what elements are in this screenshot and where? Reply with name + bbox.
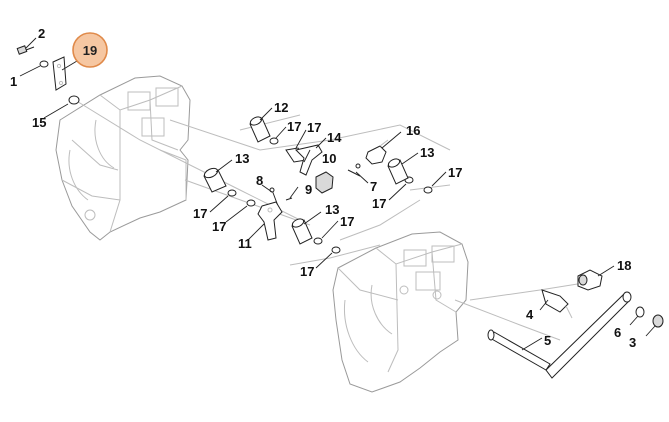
- washer-17a: [269, 137, 279, 145]
- label-part-17b[interactable]: 17: [307, 120, 321, 135]
- lever-14: [295, 144, 323, 176]
- block-10: [315, 171, 334, 194]
- label-part-14[interactable]: 14: [327, 130, 342, 145]
- label-part-4[interactable]: 4: [526, 307, 534, 322]
- label-part-13b[interactable]: 13: [420, 145, 434, 160]
- label-part-5[interactable]: 5: [544, 333, 551, 348]
- label-part-18[interactable]: 18: [617, 258, 631, 273]
- highlight-callout-19[interactable]: 19: [72, 32, 108, 68]
- label-part-17e[interactable]: 17: [340, 214, 354, 229]
- highlight-circle: [72, 32, 108, 68]
- rod-end-18: [577, 269, 603, 291]
- label-part-3[interactable]: 3: [629, 335, 636, 350]
- label-part-17f[interactable]: 17: [300, 264, 314, 279]
- label-part-17g[interactable]: 17: [372, 196, 386, 211]
- bushing-12: [249, 116, 271, 143]
- shaft-5: [487, 291, 632, 379]
- screw-2: [16, 45, 35, 55]
- label-part-17d[interactable]: 17: [212, 219, 226, 234]
- label-part-13c[interactable]: 13: [325, 202, 339, 217]
- washer-1: [39, 60, 49, 68]
- leader-lines: [19, 37, 656, 351]
- washer-6: [635, 306, 645, 318]
- label-part-7[interactable]: 7: [370, 179, 377, 194]
- label-part-12[interactable]: 12: [274, 100, 288, 115]
- part-labels: 2 1 15 12 17 17 14 10 13 8 9 17 17 11 13…: [10, 26, 636, 350]
- label-part-17h[interactable]: 17: [448, 165, 462, 180]
- washer-17f: [331, 246, 341, 254]
- bushing-13b: [387, 158, 409, 185]
- label-part-13a[interactable]: 13: [235, 151, 249, 166]
- pin-4: [541, 289, 573, 319]
- label-part-1[interactable]: 1: [10, 74, 17, 89]
- circlip-15: [68, 95, 80, 105]
- pin-9: [285, 197, 293, 201]
- label-part-2[interactable]: 2: [38, 26, 45, 41]
- highlight-label: 19: [83, 43, 97, 58]
- clip-16: [365, 139, 389, 165]
- trigger-11: [257, 201, 283, 241]
- label-part-17c[interactable]: 17: [193, 206, 207, 221]
- right-housing: [332, 231, 469, 393]
- label-part-9[interactable]: 9: [305, 182, 312, 197]
- label-part-11[interactable]: 11: [238, 236, 252, 251]
- washer-17d: [246, 199, 256, 207]
- small-parts: [16, 45, 664, 379]
- washer-17e: [313, 237, 323, 245]
- screw-7: [347, 163, 361, 177]
- label-part-8[interactable]: 8: [256, 173, 263, 188]
- washer-17h: [423, 186, 433, 194]
- nut-3: [652, 314, 664, 328]
- plate-19: [52, 56, 67, 91]
- washer-17c: [227, 189, 237, 197]
- label-part-16[interactable]: 16: [406, 123, 420, 138]
- label-part-17a[interactable]: 17: [287, 119, 301, 134]
- left-housing: [55, 75, 191, 241]
- bushing-13a: [203, 167, 227, 193]
- bushing-13c: [291, 218, 313, 245]
- label-part-6[interactable]: 6: [614, 325, 621, 340]
- label-part-15[interactable]: 15: [32, 115, 46, 130]
- label-part-10[interactable]: 10: [322, 151, 336, 166]
